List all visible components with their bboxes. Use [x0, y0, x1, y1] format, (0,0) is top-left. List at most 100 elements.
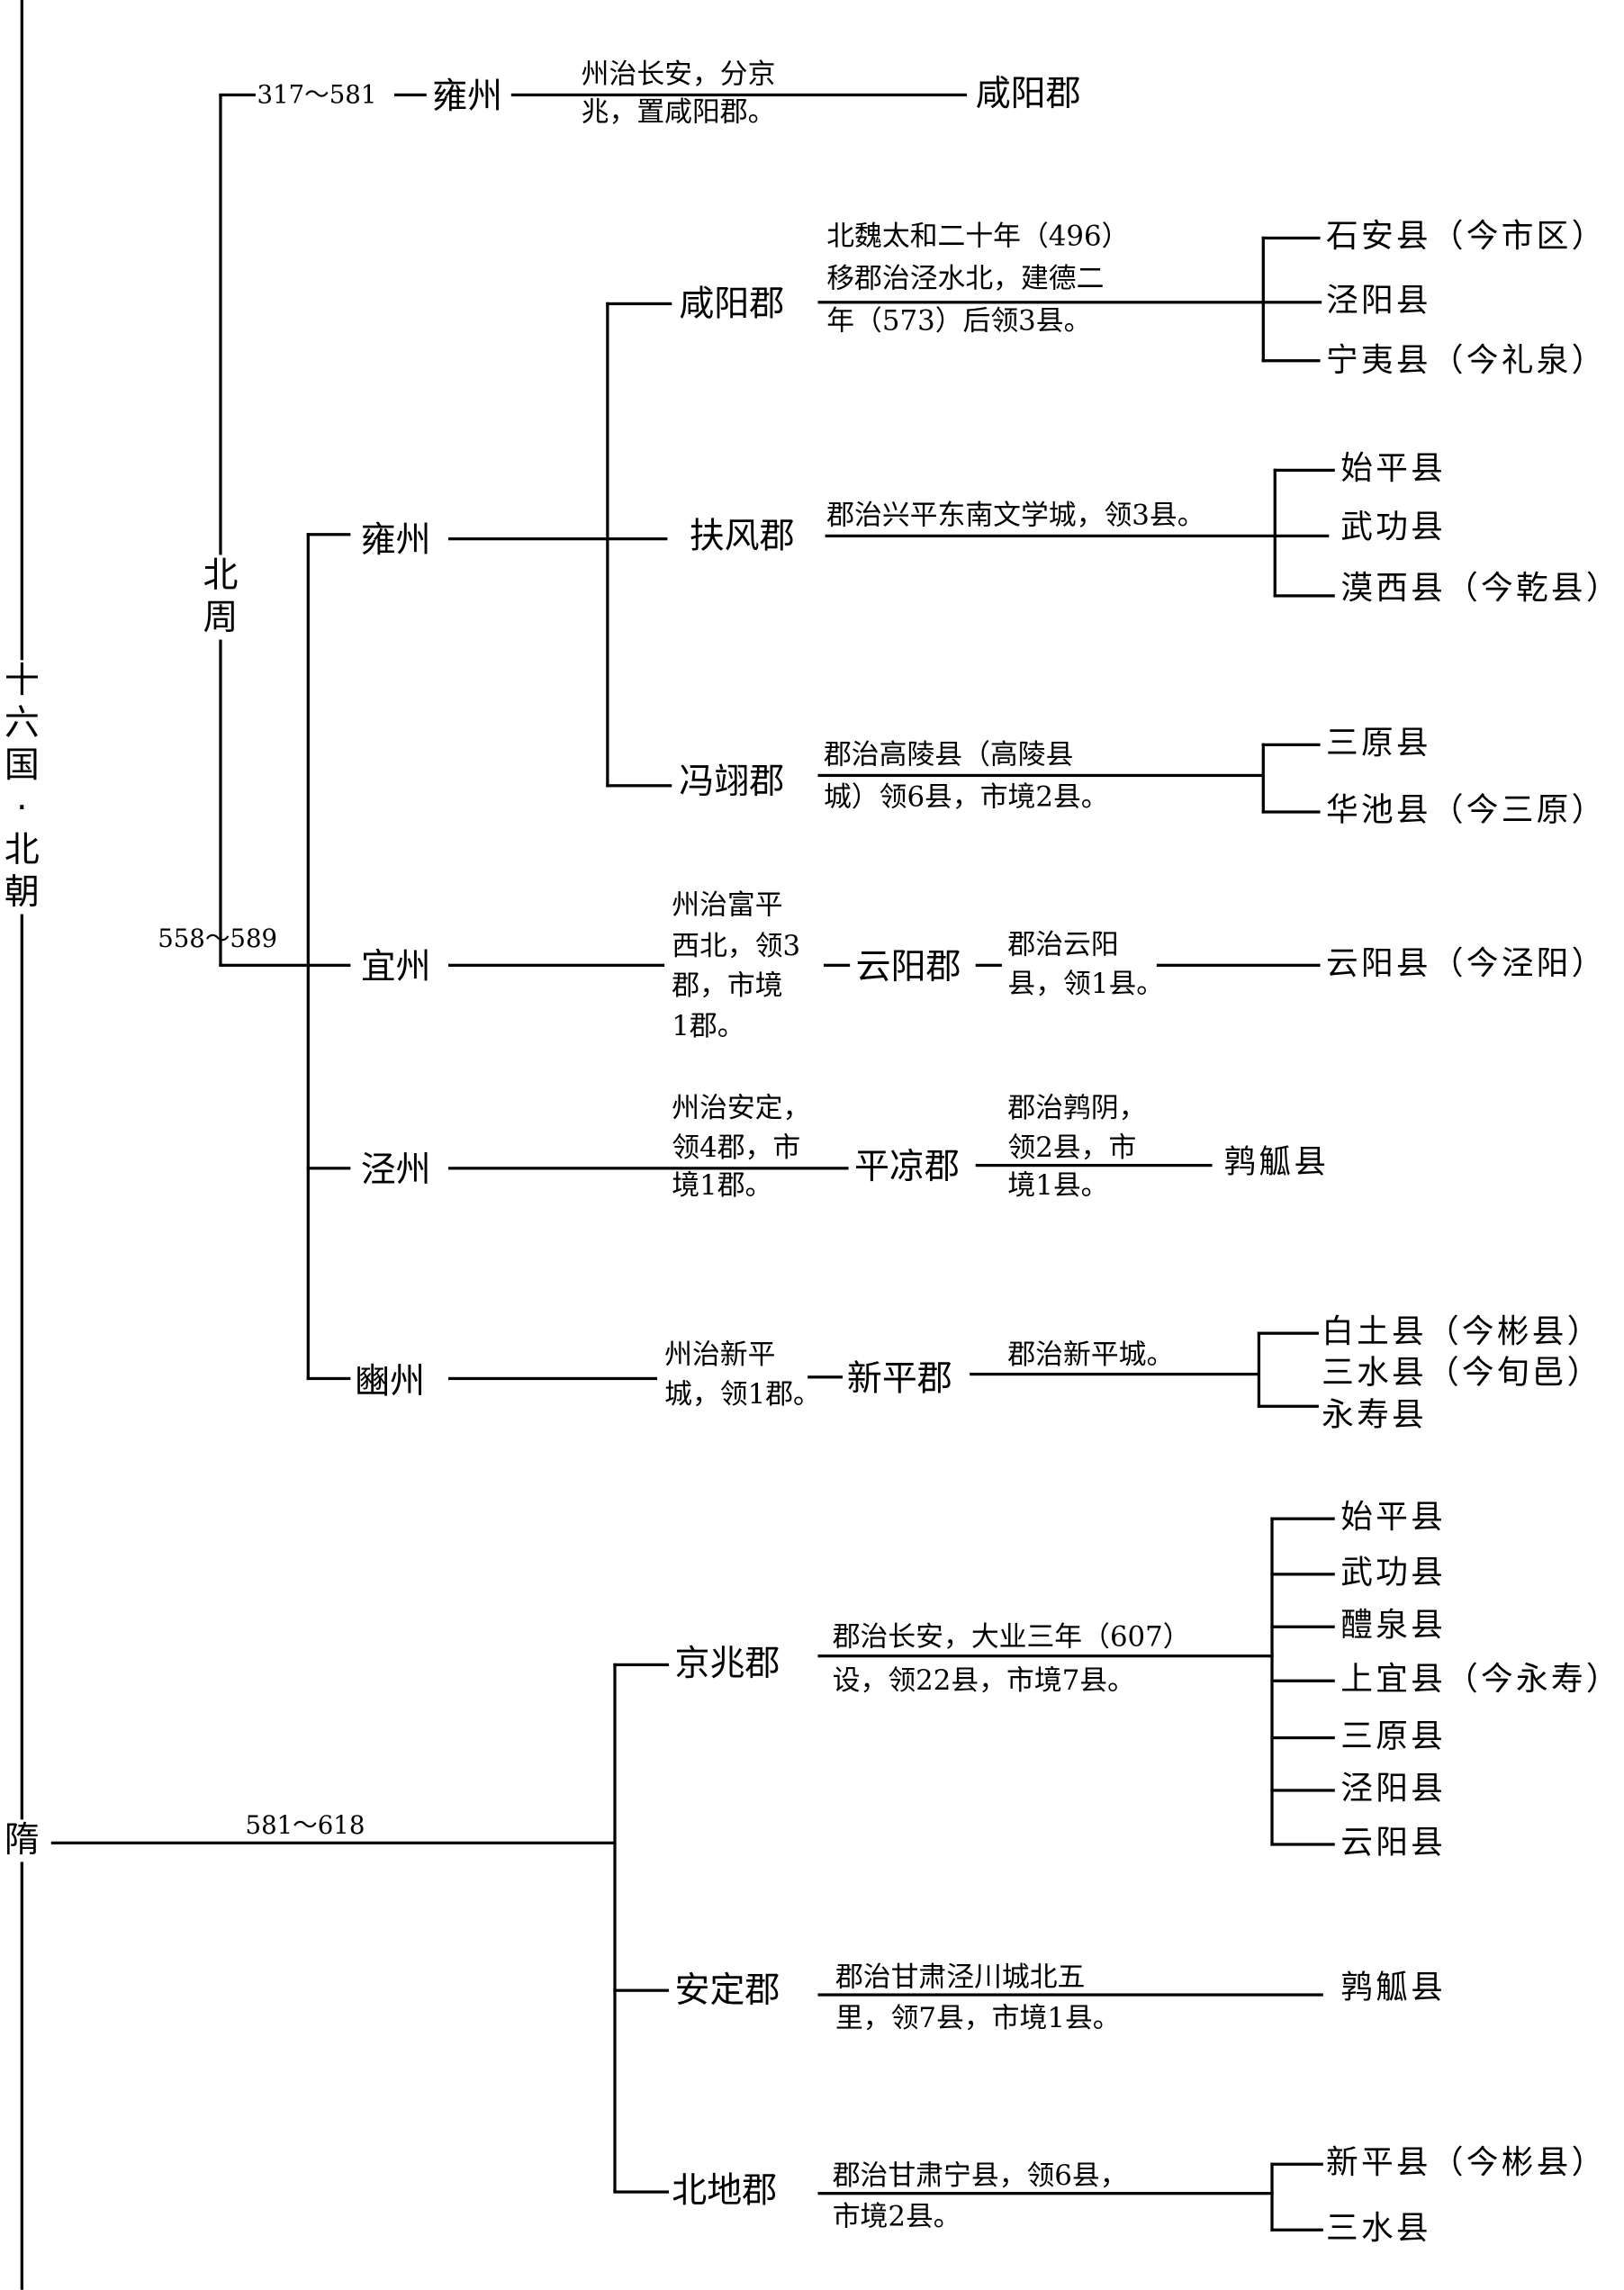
description: 郡治高陵县（高陵县 城）领6县，市境2县。 — [823, 738, 1109, 814]
description: 州治安定， 领4郡，市 境1郡。 — [672, 1092, 811, 1203]
connector — [1270, 1517, 1335, 1520]
county: 三水县 — [1326, 2211, 1431, 2248]
connector — [1156, 963, 1321, 967]
zhou-binzhou: 豳州 — [355, 1360, 426, 1402]
county-bracket — [1261, 236, 1265, 363]
date-label: 317～581 — [257, 81, 377, 111]
connector — [448, 963, 665, 967]
connector — [1270, 1789, 1335, 1792]
connector — [1273, 468, 1335, 473]
county: 泾阳县 — [1326, 283, 1431, 320]
connector — [817, 1993, 1323, 1997]
connector — [1261, 359, 1321, 363]
connector — [1273, 594, 1335, 598]
description: 郡治云阳 县，领1县。 — [1007, 928, 1165, 1001]
zhou-spine — [306, 533, 310, 1381]
zhou-yizhou: 宜州 — [360, 946, 431, 987]
county: 鹑觚县 — [1340, 1970, 1447, 2007]
connector — [306, 1376, 351, 1381]
county: 三原县 — [1340, 1718, 1447, 1756]
connector — [219, 963, 307, 967]
jun-yunyang: 云阳郡 — [855, 946, 961, 987]
jun-xianyang: 咸阳郡 — [679, 283, 785, 325]
connector — [606, 784, 672, 788]
description: 州治新平 城，领1郡。 — [664, 1339, 821, 1411]
jun-fufeng: 扶风郡 — [689, 515, 795, 557]
jun-pingliang: 平凉郡 — [854, 1146, 960, 1187]
connector — [1270, 1625, 1335, 1628]
connector — [1270, 2228, 1323, 2231]
connector — [613, 2190, 670, 2194]
connector — [975, 963, 1002, 967]
jun-spine — [613, 1663, 617, 2193]
county: 云阳县（今泾阳） — [1326, 946, 1607, 983]
zhou-yongzhou-early: 雍州 — [432, 76, 503, 117]
description: 郡治长安，大业三年（607） 设，领22县，市境7县。 — [832, 1620, 1191, 1698]
connector — [1261, 236, 1321, 240]
county: 三原县 — [1326, 726, 1431, 762]
county: 三水县（今旬邑） — [1322, 1355, 1602, 1393]
connector — [448, 1167, 849, 1170]
jun-spine — [606, 302, 609, 788]
county: 新平县（今彬县） — [1326, 2145, 1607, 2182]
description: 郡治鹑阴， 领2县，市 境1县。 — [1007, 1092, 1147, 1203]
connector — [306, 533, 351, 536]
county: 石安县（今市区） — [1326, 219, 1607, 256]
connector — [606, 302, 672, 306]
county-bracket — [1261, 743, 1265, 814]
jun-xinping: 新平郡 — [846, 1357, 952, 1400]
county-bracket — [1273, 468, 1277, 598]
connector — [807, 1375, 844, 1379]
connector — [1270, 1573, 1335, 1576]
county: 永寿县 — [1322, 1397, 1428, 1435]
era-label-northern: 十 六 国 · 北 朝 — [0, 660, 44, 915]
county: 云阳县 — [1340, 1825, 1447, 1862]
county: 醴泉县 — [1340, 1608, 1447, 1645]
connector — [306, 1167, 351, 1170]
connector — [1270, 1843, 1335, 1846]
county: 漠西县（今乾县） — [1340, 571, 1621, 608]
county: 武功县 — [1340, 1555, 1447, 1592]
description: 州治富平 西北，领3 郡，市境 1郡。 — [672, 888, 801, 1042]
era-label-sui: 隋 — [0, 1819, 44, 1862]
connector — [1270, 1736, 1335, 1740]
connector — [50, 1841, 615, 1844]
connector — [1270, 2162, 1323, 2166]
connector — [1257, 1404, 1319, 1408]
description: 郡治新平城。 — [1007, 1339, 1175, 1372]
county: 华池县（今三原） — [1326, 792, 1607, 830]
description: 北魏太和二十年（496） 移郡治泾水北，建德二 年（573）后领3县。 — [826, 220, 1130, 338]
jun-xianyang-early: 咸阳郡 — [975, 73, 1081, 114]
description: 州治长安，分京 兆，置咸阳郡。 — [581, 58, 776, 129]
connector — [448, 1376, 658, 1381]
county-bracket — [1270, 2162, 1274, 2231]
connector — [817, 773, 1264, 778]
connector — [306, 963, 351, 967]
connector — [1261, 743, 1321, 746]
connector — [825, 534, 1330, 538]
jun-jingzhao: 京兆郡 — [674, 1643, 780, 1684]
connector — [817, 2192, 1274, 2195]
connector — [1261, 810, 1321, 814]
zhou-yongzhou: 雍州 — [360, 519, 431, 561]
description: 郡治甘肃泾川城北五 里，领7县，市境1县。 — [835, 1961, 1121, 2034]
county: 始平县 — [1340, 451, 1447, 488]
connector — [510, 93, 967, 97]
county: 武功县 — [1340, 509, 1447, 546]
county-bracket — [1257, 1331, 1261, 1408]
connector — [970, 1372, 1259, 1376]
date-label: 558～589 — [158, 924, 278, 955]
connector — [613, 1663, 670, 1667]
jun-anding: 安定郡 — [674, 1970, 780, 2011]
beizhou-label: 北 周 — [198, 554, 243, 640]
connector — [613, 1988, 670, 1992]
connector — [394, 93, 427, 97]
county: 始平县 — [1340, 1500, 1447, 1537]
jun-pingyi: 冯翊郡 — [679, 761, 785, 802]
county: 泾阳县 — [1340, 1771, 1447, 1808]
connector — [448, 537, 668, 541]
connector — [823, 963, 851, 967]
connector — [1270, 1679, 1335, 1682]
county: 白土县（今彬县） — [1322, 1314, 1602, 1351]
